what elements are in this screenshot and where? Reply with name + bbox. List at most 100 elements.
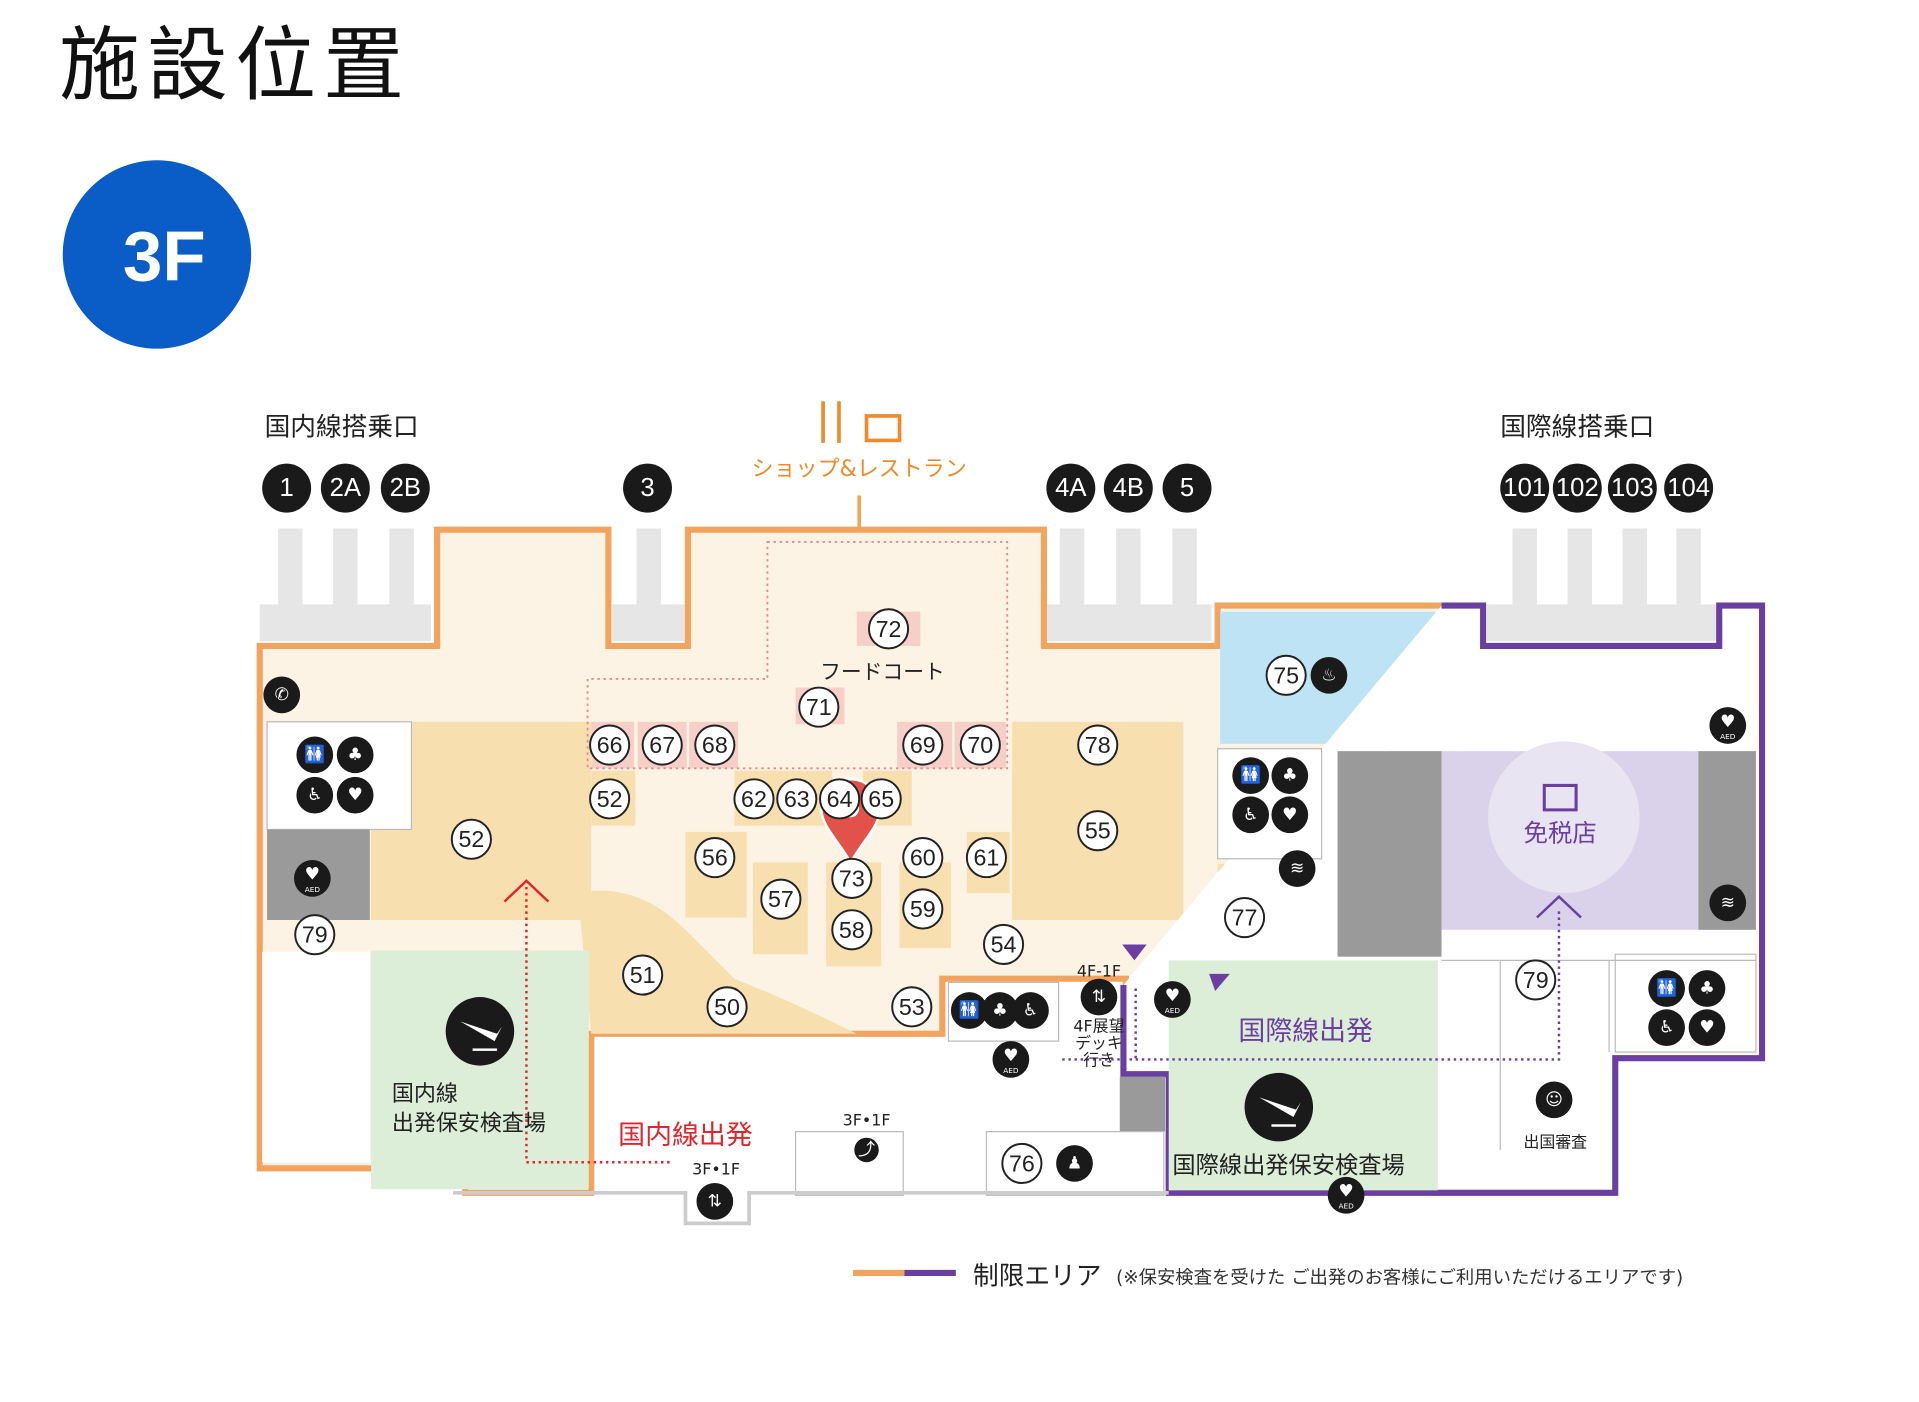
store-number[interactable]: 79 — [1515, 959, 1557, 1001]
store-number[interactable]: 72 — [867, 608, 910, 650]
svg-text:AED: AED — [1165, 1006, 1181, 1015]
store-number[interactable]: 77 — [1223, 896, 1266, 939]
store-number[interactable]: 78 — [1077, 724, 1119, 766]
svg-text:♟: ♟ — [1067, 1153, 1082, 1173]
store-number[interactable]: 60 — [902, 837, 944, 879]
emigration-label: 出国審査 — [1524, 1133, 1588, 1152]
svg-text:♿: ♿ — [1023, 1001, 1038, 1021]
store-number[interactable]: 59 — [902, 888, 944, 930]
store-number[interactable]: 51 — [622, 954, 664, 996]
store-number-label: 60 — [910, 845, 936, 871]
store-number-label: 70 — [967, 732, 993, 758]
nursing-room-icon: ♥ — [1271, 796, 1309, 834]
svg-text:♿: ♿ — [1243, 805, 1258, 825]
store-number[interactable]: 58 — [831, 909, 873, 951]
store-number[interactable]: 69 — [902, 724, 944, 766]
baby-room-icon: ♣ — [1271, 757, 1309, 794]
duty-free-label: 免税店 — [1523, 819, 1596, 848]
store-number[interactable]: 50 — [706, 986, 748, 1028]
store-number[interactable]: 79 — [294, 914, 336, 956]
domestic-boarding-label: 国内線搭乗口 — [265, 413, 419, 443]
store-number[interactable]: 55 — [1077, 810, 1119, 852]
store-number[interactable]: 61 — [965, 837, 1007, 879]
store-number-label: 55 — [1085, 818, 1111, 844]
store-number-label: 67 — [649, 732, 675, 758]
store-number[interactable]: 63 — [776, 778, 818, 820]
restroom-icon: 🚻 — [296, 736, 334, 774]
store-number[interactable]: 52 — [450, 818, 492, 860]
domestic-security-area — [371, 950, 589, 1190]
svg-text:AED: AED — [305, 885, 321, 894]
store-number-label: 56 — [702, 845, 728, 871]
svg-text:AED: AED — [1720, 732, 1736, 741]
floor-badge: 3F — [62, 160, 252, 349]
store-number[interactable]: 56 — [694, 837, 736, 879]
domestic-departure-label: 国内線出発 — [618, 1120, 753, 1151]
nursing-room-icon: ♥ — [336, 776, 374, 814]
baby-room-icon: ♣ — [336, 736, 374, 774]
store-number[interactable]: 75 — [1265, 654, 1307, 696]
store-number-label: 53 — [899, 994, 925, 1020]
store-number[interactable]: 70 — [959, 724, 1001, 766]
svg-text:2A: 2A — [330, 474, 362, 502]
store-number[interactable]: 65 — [860, 778, 902, 820]
store-number[interactable]: 67 — [641, 724, 683, 766]
international-departure-plane-icon — [1244, 1072, 1314, 1142]
store-number-label: 54 — [991, 931, 1017, 957]
shop-restaurant-icon — [821, 401, 902, 443]
duty-free-bag-icon — [1542, 783, 1578, 812]
store-number-label: 66 — [597, 732, 623, 758]
gate-badge: 4A — [1046, 463, 1096, 513]
store-number[interactable]: 52 — [589, 778, 631, 820]
elevator-icon: ⇅ — [1080, 978, 1118, 1016]
store-number[interactable]: 64 — [819, 778, 861, 820]
food-court-label: フードコート — [820, 660, 945, 684]
store-number[interactable]: 66 — [589, 724, 631, 766]
store-number[interactable]: 62 — [733, 778, 775, 820]
gate-badge: 1 — [262, 463, 312, 513]
store-number[interactable]: 54 — [982, 923, 1025, 966]
store-number[interactable]: 73 — [831, 857, 873, 899]
svg-text:⇅: ⇅ — [708, 1191, 722, 1211]
store-number-label: 61 — [973, 845, 999, 871]
svg-text:3: 3 — [640, 474, 654, 502]
store-number-label: 65 — [868, 786, 894, 812]
aed-icon: ♥AED — [1327, 1176, 1365, 1214]
svg-text:AED: AED — [1003, 1066, 1019, 1075]
svg-text:102: 102 — [1556, 474, 1599, 502]
gate-badge: 102 — [1552, 463, 1602, 513]
svg-text:♣: ♣ — [992, 1001, 1007, 1021]
store-number-label: 63 — [784, 786, 810, 812]
store-number-label: 50 — [714, 994, 740, 1020]
wheelchair-restroom-icon: ♿ — [1232, 796, 1270, 834]
aed-icon: ♥AED — [992, 1041, 1030, 1078]
store-number[interactable]: 53 — [891, 986, 933, 1028]
svg-text:🚻: 🚻 — [959, 1000, 980, 1021]
store-number[interactable]: 68 — [694, 724, 736, 766]
baby-room-icon: ♣ — [981, 992, 1019, 1029]
store-number-label: 72 — [876, 616, 902, 642]
store-number[interactable]: 57 — [760, 878, 802, 920]
store-number-label: 79 — [302, 922, 328, 948]
legend: 制限エリア (※保安検査を受けた ご出発のお客様にご利用いただけるエリアです) — [853, 1262, 1683, 1292]
gate-badge: 101 — [1500, 463, 1550, 513]
store-number[interactable]: 76 — [1001, 1142, 1043, 1184]
legend-note: (※保安検査を受けた ご出発のお客様にご利用いただけるエリアです) — [1116, 1267, 1683, 1288]
svg-text:♨: ♨ — [1321, 665, 1336, 685]
restroom-icon: 🚻 — [1648, 970, 1685, 1007]
store-number-label: 79 — [1523, 967, 1549, 993]
lounge-icon: ♨ — [1310, 656, 1348, 694]
meeting-room-icon: ♟ — [1056, 1145, 1093, 1182]
svg-text:♣: ♣ — [347, 745, 362, 765]
store-number[interactable]: 71 — [798, 686, 840, 728]
svg-text:≋: ≋ — [1290, 859, 1304, 879]
international-route — [1062, 911, 1561, 1061]
store-number-label: 52 — [458, 826, 484, 852]
food-court-boundary — [586, 541, 1009, 770]
escalator-icon: ⤴ — [854, 1137, 879, 1163]
deck-label: 4F展望デッキ行き — [1073, 1016, 1124, 1069]
svg-text:5: 5 — [1180, 474, 1194, 502]
gate-badge: 5 — [1162, 463, 1212, 513]
restroom-icon: 🚻 — [950, 992, 988, 1029]
store-number-label: 71 — [806, 694, 832, 720]
